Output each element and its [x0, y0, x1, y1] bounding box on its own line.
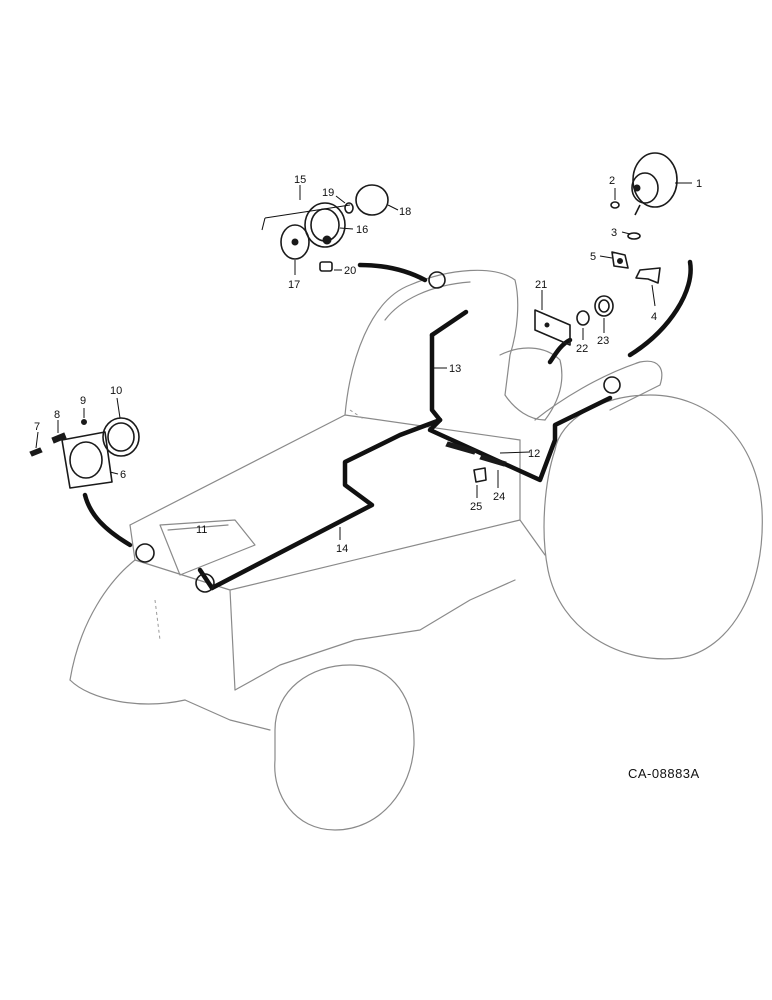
callout-12: 12 — [528, 448, 540, 460]
part-21-bracket — [534, 309, 571, 346]
part-2-nut — [610, 201, 620, 209]
callout-18: 18 — [399, 206, 411, 218]
part-23-reflector — [594, 295, 614, 317]
callout-11: 11 — [196, 524, 207, 536]
callout-5: 5 — [590, 251, 596, 263]
callout-19: 19 — [322, 187, 334, 199]
callout-4: 4 — [651, 311, 657, 323]
part-3-washer — [627, 232, 641, 240]
drawing-code: CA-08883A — [628, 766, 700, 781]
part-20-grommet — [319, 261, 333, 272]
leader-lines — [35, 182, 692, 540]
rear-right-wheel — [543, 394, 763, 660]
part-10-lens — [102, 417, 140, 457]
callout-15: 15 — [294, 174, 306, 186]
part-7-8-9-screws — [29, 419, 87, 457]
callout-20: 20 — [344, 265, 356, 277]
callout-16: 16 — [356, 224, 368, 236]
callout-22: 22 — [576, 343, 588, 355]
part-6-lamp-housing — [61, 431, 113, 489]
callout-13: 13 — [449, 363, 461, 375]
tractor-outline — [69, 269, 663, 731]
callout-21: 21 — [535, 279, 547, 291]
callout-2: 2 — [609, 175, 615, 187]
callout-3: 3 — [611, 227, 617, 239]
callout-6: 6 — [120, 469, 126, 481]
front-wheel — [274, 664, 415, 831]
wiring-harness — [82, 259, 693, 591]
lamp-mounts — [135, 271, 621, 593]
part-24-switch-strip — [445, 441, 507, 467]
part-25-plug — [473, 467, 487, 483]
part-16-rear-lamp — [304, 202, 346, 248]
callout-17: 17 — [288, 279, 300, 291]
callout-24: 24 — [493, 491, 505, 503]
callout-1: 1 — [696, 178, 702, 190]
callout-7: 7 — [34, 421, 40, 433]
callout-labels: 1 2 3 4 5 6 7 8 9 10 11 12 13 14 15 16 1… — [34, 174, 702, 555]
part-4-mount-stud — [635, 267, 661, 284]
part-1-headlamp — [631, 152, 678, 216]
part-5-clamp — [611, 251, 629, 269]
callout-25: 25 — [470, 501, 482, 513]
part-22-washer — [576, 310, 590, 326]
callout-14: 14 — [336, 543, 348, 555]
callout-9: 9 — [80, 395, 86, 407]
part-19-bulb — [344, 202, 354, 214]
callout-10: 10 — [110, 385, 122, 397]
part-18-ring — [355, 184, 389, 216]
part-17-reflector — [280, 224, 310, 260]
callout-8: 8 — [54, 409, 60, 421]
callout-23: 23 — [597, 335, 609, 347]
